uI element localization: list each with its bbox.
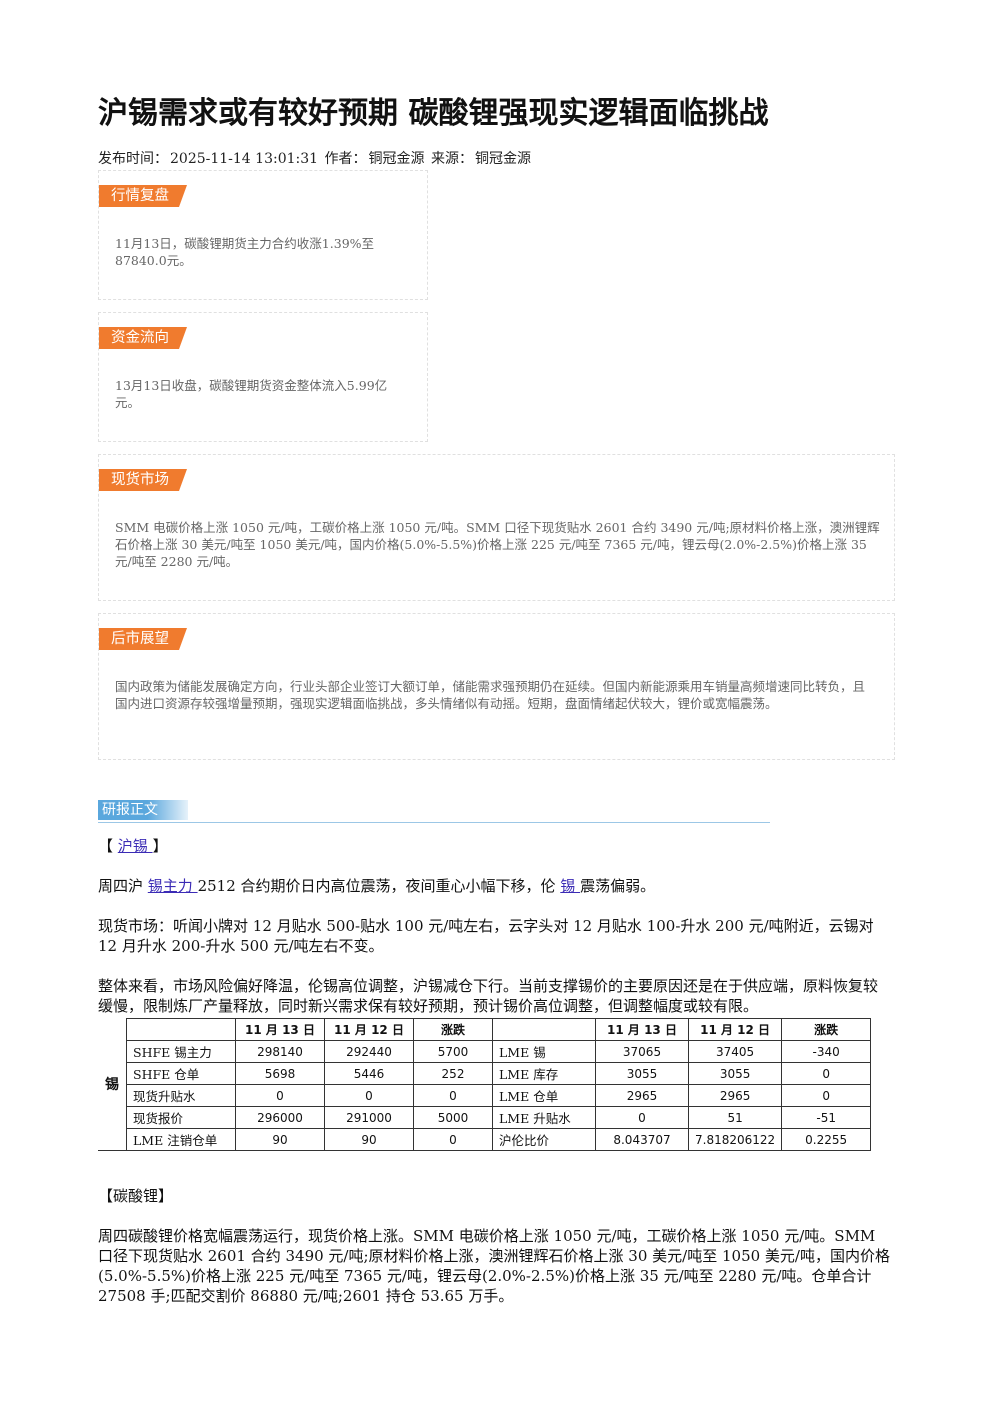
tin-paragraph-2: 现货市场：听闻小牌对 12 月贴水 500-贴水 100 元/吨左右，云字头对 …: [98, 917, 874, 955]
fund-flow-box: 资金流向 13月13日收盘，碳酸锂期货资金整体流入5.99亿元。: [98, 312, 428, 442]
lithium-paragraph: 周四碳酸锂价格宽幅震荡运行，现货价格上涨。SMM 电碳价格上涨 1050 元/吨…: [98, 1227, 890, 1305]
report-section-header: 研报正文: [98, 800, 770, 823]
table-row: 现货升贴水 0 0 0 LME 仓单 2965 2965 0: [98, 1084, 872, 1107]
header-left-date2: 11 月 12 日: [324, 1018, 414, 1041]
tin-p1-a: 周四沪: [98, 877, 148, 895]
fund-flow-text: 13月13日收盘，碳酸锂期货资金整体流入5.99亿元。: [115, 378, 388, 410]
spot-market-text: SMM 电碳价格上涨 1050 元/吨，工碳价格上涨 1050 元/吨。SMM …: [115, 520, 880, 569]
spot-market-tag: 现货市场: [99, 469, 187, 491]
header-left-change: 涨跌: [413, 1018, 493, 1041]
report-section-label: 研报正文: [98, 800, 188, 820]
outlook-tag: 后市展望: [99, 628, 187, 650]
table-row: SHFE 仓单 5698 5446 252 LME 库存 3055 3055 0: [98, 1062, 872, 1085]
market-review-box: 行情复盘 11月13日，碳酸锂期货主力合约收涨1.39%至87840.0元。: [98, 170, 428, 300]
table-row: LME 注销仓单 90 90 0 沪伦比价 8.043707 7.8182061…: [98, 1128, 872, 1151]
tin-link[interactable]: 沪锡: [117, 837, 153, 855]
tin-heading-close: 】: [152, 837, 168, 855]
source-label: 来源：: [430, 151, 473, 167]
tin-p1-b: 2512 合约期价日内高位震荡，夜间重心小幅下移，伦: [197, 877, 561, 895]
publish-time: 2025-11-14 13:01:31: [170, 151, 319, 167]
header-left-date1: 11 月 13 日: [235, 1018, 325, 1041]
outlook-box: 后市展望 国内政策为储能发展确定方向，行业头部企业签订大额订单，储能需求强预期仍…: [98, 613, 895, 760]
header-right-change: 涨跌: [781, 1018, 872, 1041]
spot-market-box: 现货市场 SMM 电碳价格上涨 1050 元/吨，工碳价格上涨 1050 元/吨…: [98, 454, 895, 601]
page-title: 沪锡需求或有较好预期 碳酸锂强现实逻辑面临挑战: [98, 96, 769, 131]
fund-flow-tag: 资金流向: [99, 327, 187, 349]
tin-paragraph-1: 周四沪 锡主力 2512 合约期价日内高位震荡，夜间重心小幅下移，伦 锡 震荡偏…: [98, 876, 892, 896]
tin-heading-open: 【: [98, 837, 118, 855]
author-label: 作者：: [324, 151, 367, 167]
tin-p1-c: 震荡偏弱。: [580, 877, 656, 895]
tin-main-link[interactable]: 锡主力: [147, 877, 198, 895]
market-review-tag: 行情复盘: [99, 185, 187, 207]
lme-tin-link[interactable]: 锡: [560, 877, 581, 895]
lithium-heading: 【碳酸锂】: [98, 1187, 174, 1205]
header-right-date1: 11 月 13 日: [595, 1018, 689, 1041]
table-group-label: 锡: [98, 1018, 127, 1151]
tin-paragraph-3: 整体来看，市场风险偏好降温，伦锡高位调整，沪锡减仓下行。当前支撑锡价的主要原因还…: [98, 977, 879, 1015]
author: 铜冠金源: [368, 151, 425, 167]
publish-label: 发布时间：: [98, 151, 168, 167]
tin-data-table: 锡 11 月 13 日 11 月 12 日 涨跌 11 月 13 日 11 月 …: [98, 1018, 872, 1151]
tin-heading: 【 沪锡 】: [98, 836, 892, 856]
source: 铜冠金源: [474, 151, 531, 167]
article-meta: 发布时间：2025-11-14 13:01:31 作者：铜冠金源 来源：铜冠金源: [98, 148, 533, 168]
market-review-text: 11月13日，碳酸锂期货主力合约收涨1.39%至87840.0元。: [115, 236, 375, 268]
table-row: SHFE 锡主力 298140 292440 5700 LME 锡 37065 …: [98, 1040, 872, 1063]
header-right-date2: 11 月 12 日: [687, 1018, 783, 1041]
outlook-text: 国内政策为储能发展确定方向，行业头部企业签订大额订单，储能需求强预期仍在延续。但…: [115, 679, 866, 711]
table-header-row: 锡 11 月 13 日 11 月 12 日 涨跌 11 月 13 日 11 月 …: [98, 1018, 872, 1151]
table-row: 现货报价 296000 291000 5000 LME 升贴水 0 51 -51: [98, 1106, 872, 1129]
